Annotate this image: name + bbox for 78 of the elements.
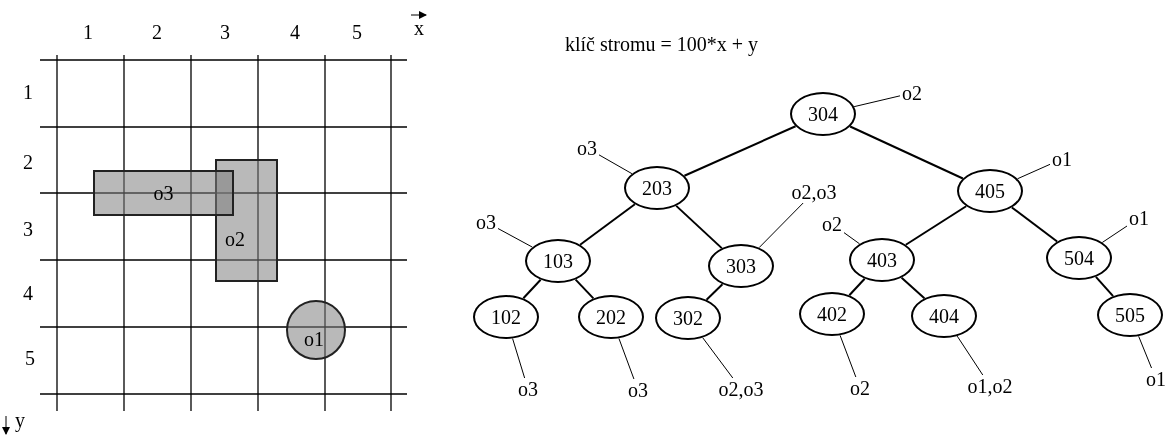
object-tag: o2,o3 [718, 379, 764, 399]
column-number: 2 [152, 22, 162, 42]
column-number: 1 [83, 22, 93, 42]
tree-edge [683, 125, 797, 177]
column-number: 4 [290, 22, 300, 42]
column-number: 3 [220, 22, 230, 42]
object-tag: o2 [902, 83, 922, 103]
tree-node-ellipse [525, 239, 591, 283]
tree-node-ellipse [578, 295, 644, 339]
tree-edge [675, 204, 723, 250]
node-label: 404 [929, 306, 959, 326]
tree-node-ellipse [849, 238, 915, 282]
tree-edge [1010, 206, 1059, 243]
object-tag: o3 [577, 138, 597, 158]
node-label: 103 [543, 251, 573, 271]
object-rectangle [215, 159, 278, 282]
leader-line [1138, 335, 1153, 369]
row-number: 3 [23, 219, 33, 239]
tree-edge [904, 205, 968, 246]
leader-line [839, 334, 857, 378]
object-tag: o3 [476, 212, 496, 232]
object-tag: o1 [1052, 149, 1072, 169]
node-label: 203 [642, 178, 672, 198]
object-tag: o2 [822, 214, 842, 234]
row-number: 1 [23, 82, 33, 102]
node-label: 303 [726, 256, 756, 276]
tree-node-ellipse [790, 92, 856, 136]
object-tag: o2,o3 [791, 182, 837, 202]
object-tag: o3 [628, 380, 648, 400]
leader-line [702, 337, 734, 379]
tree-edge [849, 125, 964, 180]
object-tag: o1 [1146, 369, 1166, 389]
tree-node-ellipse [799, 292, 865, 336]
node-label: 405 [975, 181, 1005, 201]
node-label: 202 [596, 307, 626, 327]
leader-line [512, 338, 526, 379]
axis-label: x [414, 18, 424, 38]
column-number: 5 [352, 22, 362, 42]
tree-node-ellipse [473, 295, 539, 339]
tree-node-ellipse [655, 296, 721, 340]
row-number: 4 [23, 283, 33, 303]
object-tag: o2 [850, 378, 870, 398]
tree-node-ellipse [708, 244, 774, 288]
tree-node-ellipse [1097, 293, 1163, 337]
leader-line [1016, 163, 1051, 180]
tree-edge [900, 276, 926, 300]
row-number: 2 [23, 152, 33, 172]
formula-title: klíč stromu = 100*x + y [565, 34, 759, 54]
node-label: o3 [153, 183, 174, 203]
tree-node-ellipse [911, 294, 977, 338]
leader-line [843, 232, 861, 245]
node-label: 504 [1064, 248, 1094, 268]
node-label: 403 [867, 250, 897, 270]
object-tag: o3 [518, 379, 538, 399]
leader-line [598, 154, 633, 175]
node-label: 102 [491, 307, 521, 327]
tree-node-ellipse [1046, 236, 1112, 280]
object-rectangle [93, 170, 234, 216]
leader-line [497, 228, 533, 248]
node-label: 304 [808, 104, 838, 124]
axis-label: y [15, 410, 25, 430]
node-label: 505 [1115, 305, 1145, 325]
node-label: o1 [304, 327, 325, 349]
tree-edge [705, 283, 724, 301]
object-tag: o1,o2 [967, 376, 1013, 396]
leader-line [853, 95, 901, 108]
tree-edge [579, 203, 636, 246]
tree-node-ellipse [624, 166, 690, 210]
object-tag: o1 [1129, 208, 1149, 228]
node-label: 302 [673, 308, 703, 328]
leader-line [956, 335, 984, 376]
object-circle [286, 300, 346, 360]
row-number: 5 [25, 348, 35, 368]
node-label: 402 [817, 304, 847, 324]
node-label: o2 [224, 227, 245, 249]
leader-line [1101, 225, 1128, 243]
tree-node-ellipse [957, 169, 1023, 213]
leader-line [618, 337, 635, 380]
